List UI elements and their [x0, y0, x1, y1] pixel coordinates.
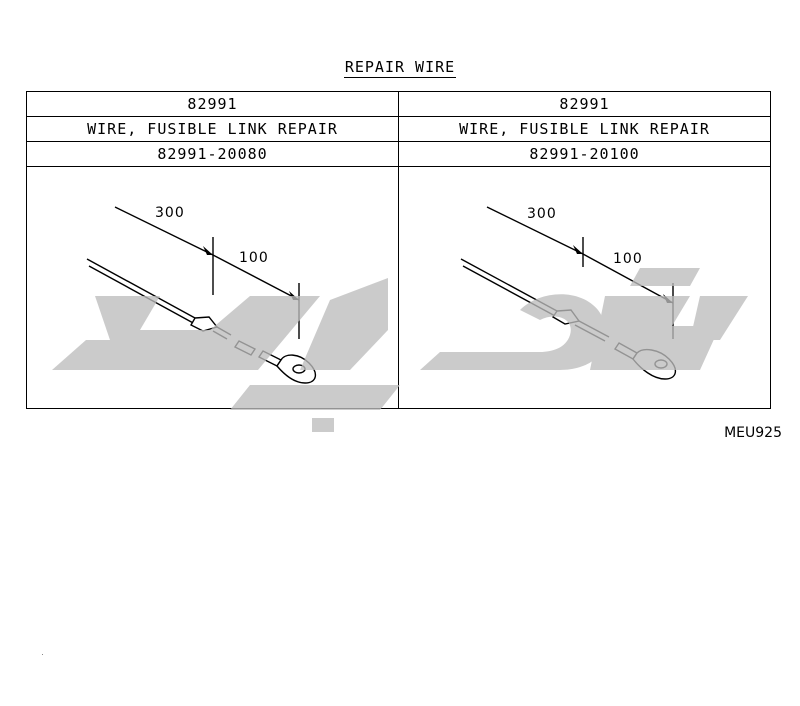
stray-dot: [42, 654, 43, 655]
wire-line: [460, 258, 558, 312]
dimension-arrow: [203, 246, 213, 256]
part-code-cell: 82991: [26, 90, 399, 118]
description-cell: WIRE, FUSIBLE LINK REPAIR: [26, 116, 399, 143]
wire-figure-cell: 300 100: [398, 166, 771, 409]
dimension-label-total: 300: [527, 206, 557, 222]
dimension-line: [486, 206, 584, 255]
fusible-link-wire-diagram: 300 100: [86, 205, 316, 384]
dimension-line: [582, 253, 674, 304]
watermark-shape: [312, 418, 334, 432]
wire-sleeve: [190, 316, 219, 332]
dimension-line: [212, 254, 300, 301]
dimension-label-tip: 100: [613, 251, 643, 267]
reference-code: MEU925: [724, 425, 782, 441]
part-number-cell: 82991-20080: [26, 141, 399, 168]
part-number-cell: 82991-20100: [398, 141, 771, 168]
dimension-label-total: 300: [155, 205, 185, 221]
wire-figure-cell: 300 100: [26, 166, 399, 409]
wire-line: [86, 258, 196, 319]
ring-terminal-hole: [292, 364, 306, 374]
part-code-cell: 82991: [398, 90, 771, 118]
ring-terminal-hole: [654, 359, 668, 369]
wire-line: [462, 265, 558, 318]
dimension-arrow: [573, 245, 583, 255]
ring-terminal: [632, 349, 676, 380]
terminal-crimp: [613, 342, 639, 361]
description-cell: WIRE, FUSIBLE LINK REPAIR: [398, 116, 771, 143]
dimension-label-tip: 100: [239, 250, 269, 266]
page-title: REPAIR WIRE: [343, 58, 457, 78]
wire-line: [88, 265, 196, 325]
wire-segment: [233, 340, 257, 357]
dimension-line: [114, 206, 214, 256]
wire-sleeve: [552, 309, 581, 325]
repair-wire-table: 82991 82991 WIRE, FUSIBLE LINK REPAIR WI…: [26, 90, 771, 409]
fusible-link-wire-diagram: 300 100: [460, 206, 676, 380]
